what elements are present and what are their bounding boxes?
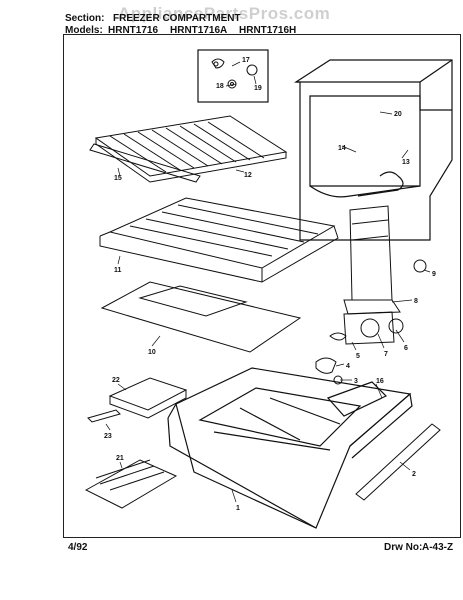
part-label-10: 10: [148, 349, 156, 356]
part-label-8: 8: [414, 298, 418, 305]
part-label-11: 11: [114, 267, 122, 274]
section-label: Section:: [65, 13, 105, 24]
part-label-7: 7: [384, 351, 388, 358]
wire-shelf: [89, 115, 288, 183]
freezer-floor: [167, 367, 413, 529]
part-label-6: 6: [404, 345, 408, 352]
part-label-1: 1: [236, 505, 240, 512]
fan-assembly: [315, 311, 404, 385]
drawing-number-label: Drw No:: [384, 542, 423, 553]
part-label-9: 9: [432, 271, 436, 278]
part-label-12: 12: [244, 172, 252, 179]
model-1: HRNT1716: [108, 25, 159, 36]
section-value: FREEZER COMPARTMENT: [113, 13, 241, 24]
part-label-13: 13: [402, 159, 410, 166]
ice-tray: [108, 377, 188, 419]
part-16-duct: [326, 381, 388, 417]
part-label-22: 22: [112, 377, 120, 384]
part-label-20: 20: [394, 111, 402, 118]
part-label-19: 19: [254, 85, 262, 92]
part-label-2: 2: [412, 471, 416, 478]
model-2: HRNT1716A: [170, 25, 228, 36]
leader-lines: [105, 61, 431, 503]
evaporator-cover: [343, 205, 427, 315]
ice-cube-tray: [84, 459, 178, 509]
part-19-plug: [246, 64, 258, 76]
part-label-21: 21: [116, 455, 124, 462]
revision-date: 4/92: [68, 542, 88, 553]
models-label: Models:: [65, 25, 103, 36]
diagram-frame: [63, 34, 461, 538]
cabinet: [293, 59, 453, 241]
model-3: HRNT1716H: [239, 25, 297, 36]
part-label-14: 14: [338, 145, 346, 152]
part-label-4: 4: [346, 363, 350, 370]
ice-tray-handle: [87, 409, 121, 423]
part-label-15: 15: [114, 175, 122, 182]
part-label-3: 3: [354, 378, 358, 385]
part-label-18: 18: [216, 83, 224, 90]
watermark: AppliancePartsPros.com: [118, 4, 331, 23]
part-2-trim: [355, 423, 441, 501]
part-17-clip: [211, 58, 225, 69]
grid-shelf: [99, 197, 339, 283]
small-parts-inset: [197, 49, 269, 103]
drawing-number: A-43-Z: [422, 542, 454, 553]
part-label-23: 23: [104, 433, 112, 440]
part-label-17: 17: [242, 57, 250, 64]
shelf-handle-15: [89, 143, 201, 183]
shelf-panel: [100, 281, 302, 353]
part-label-16: 16: [376, 378, 384, 385]
part-label-5: 5: [356, 353, 360, 360]
